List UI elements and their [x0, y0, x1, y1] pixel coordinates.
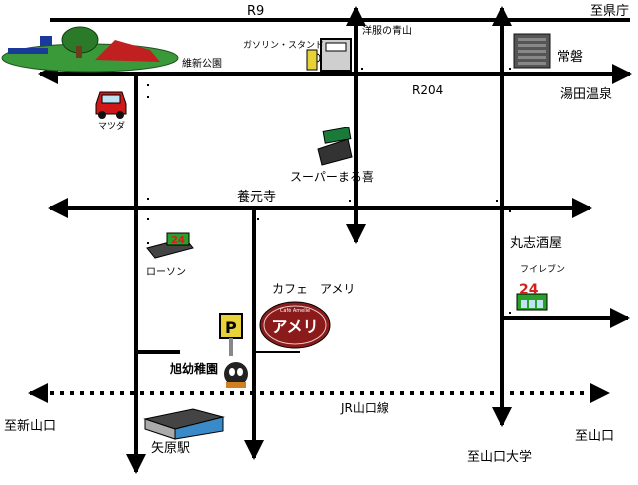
direction-kencho: 至県庁 — [590, 4, 630, 19]
label-super: スーパーまる喜 — [290, 170, 374, 184]
label-kindergarten: 旭幼稚園 — [170, 362, 219, 376]
direction-yamaguchi: 至山口 — [575, 429, 615, 444]
label-tailor: 洋服の青山 — [362, 26, 412, 37]
station-icon — [143, 408, 225, 440]
label-joban: 常磐 — [557, 50, 584, 65]
svg-text:Café Amelie: Café Amelie — [280, 307, 310, 314]
store-icon — [317, 127, 353, 166]
store-24-icon: 24 — [146, 232, 194, 259]
label-mazda: マツダ — [98, 122, 126, 132]
cafe-sign-icon: Café Amelie アメリ — [259, 301, 331, 349]
direction-yudaonsen: 湯田温泉 — [560, 87, 613, 102]
label-lawson: ローソン — [146, 267, 186, 278]
park-icon — [1, 26, 179, 73]
label-park: 維新公園 — [182, 59, 222, 70]
direction-shinyamaguchi: 至新山口 — [4, 419, 57, 434]
svg-text:24: 24 — [519, 282, 539, 298]
label-cafe: カフェ アメリ — [272, 282, 356, 296]
parking-icon: P — [219, 313, 243, 356]
railway-label: JR山口線 — [341, 401, 389, 415]
road-label-yogenji: 養元寺 — [237, 190, 277, 205]
gas-station-icon — [306, 38, 352, 72]
building-icon — [513, 33, 551, 69]
label-marushi: 丸志酒屋 — [510, 236, 563, 251]
direction-yamaguchi-univ: 至山口大学 — [467, 450, 533, 465]
svg-text:P: P — [225, 318, 237, 337]
road-label-r9: R9 — [247, 4, 265, 19]
mascot-icon — [224, 362, 248, 388]
car-icon — [95, 91, 127, 119]
label-station: 矢原駅 — [151, 441, 191, 456]
label-gas-station: ガソリン・スタンド — [243, 41, 325, 51]
label-familymart: フイレブン — [520, 265, 566, 275]
svg-text:24: 24 — [171, 235, 185, 246]
road-label-r204: R204 — [412, 83, 444, 97]
store-24-icon: 24 — [516, 282, 548, 311]
svg-text:アメリ: アメリ — [271, 317, 318, 336]
